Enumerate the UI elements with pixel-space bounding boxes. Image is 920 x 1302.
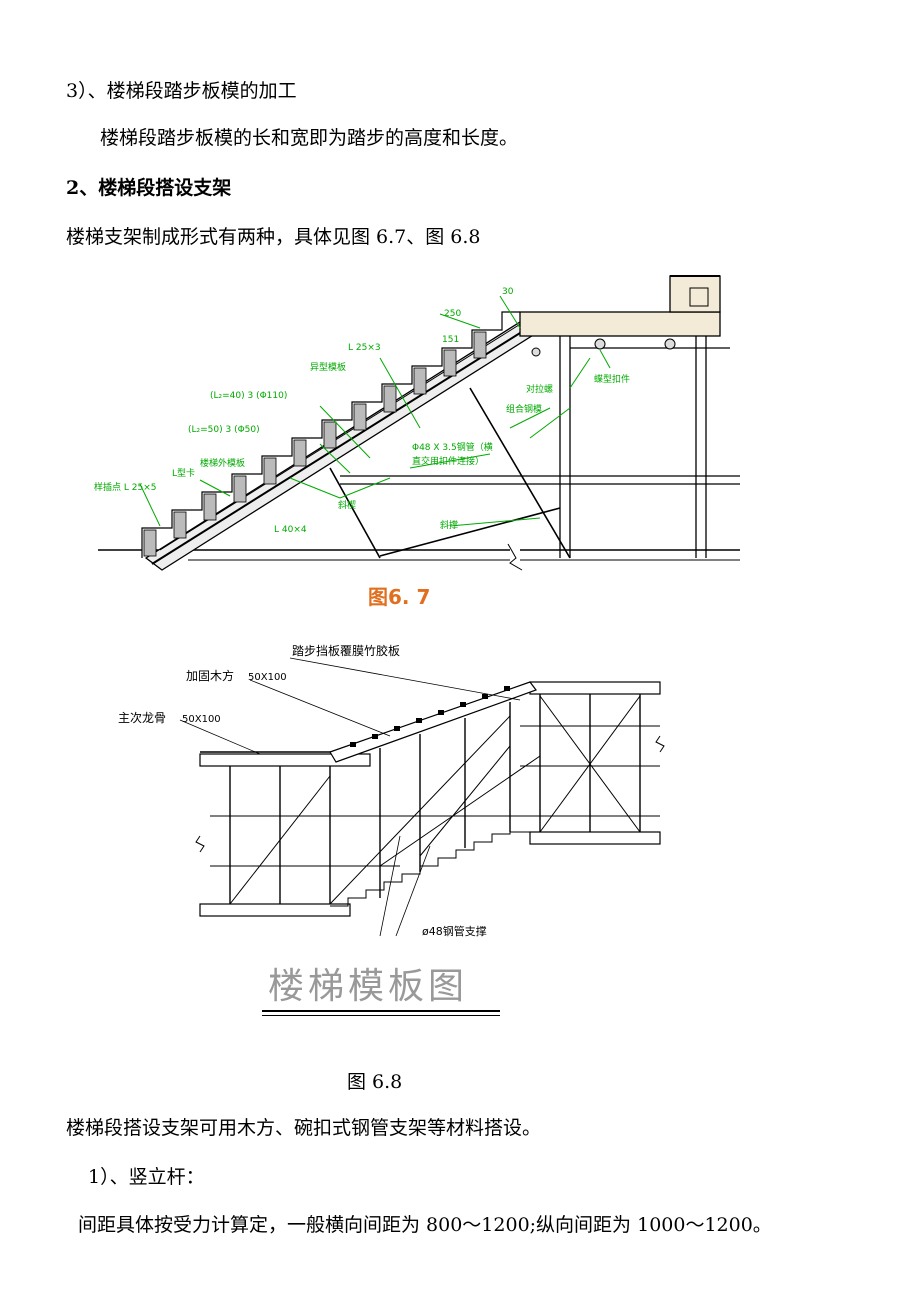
fig68-pipe-support: ø48钢管支撑 xyxy=(422,924,487,938)
fig67-dim-250: 250 xyxy=(444,309,461,319)
fig68-step-board: 踏步挡板覆膜竹胶板 xyxy=(292,643,400,658)
figure-6-8-drawing: 踏步挡板覆膜竹胶板 加固木方 50X100 主次龙骨 50X100 ø48钢管支… xyxy=(118,643,665,938)
paragraph-step-form: 楼梯段踏步板模的长和宽即为踏步的高度和长度。 xyxy=(100,127,519,149)
fig67-pull-screw: 对拉螺 xyxy=(526,383,553,395)
fig67-bracket: L 40×4 xyxy=(274,525,307,535)
paragraph-materials: 楼梯段搭设支架可用木方、碗扣式钢管支架等材料搭设。 xyxy=(66,1117,542,1139)
fig67-pipe-note-1: Φ48 X 3.5钢管（横 xyxy=(412,441,493,453)
heading-stair-support: 2、楼梯段搭设支架 xyxy=(66,177,232,199)
list-item-vertical-pole: 1）、竖立杆： xyxy=(88,1166,205,1188)
figure-6-8-title-underline-thin xyxy=(262,1015,500,1016)
fig67-l-block: L型卡 xyxy=(172,467,195,479)
figure-6-8-title: 楼梯模板图 xyxy=(268,966,469,1007)
fig67-pipe-note-2: 直交用扣件连接） xyxy=(412,455,484,467)
fig67-clamp: 蝶型扣件 xyxy=(594,373,630,385)
fig67-tube-a: (L₂=40) 3 (Φ110) xyxy=(210,391,287,401)
paragraph-intro: 楼梯支架制成形式有两种，具体见图 6.7、图 6.8 xyxy=(66,226,481,248)
fig67-brace: 斜撑 xyxy=(440,519,458,531)
fig67-angle-top: L 25×3 xyxy=(348,343,381,353)
figure-6-7-drawing: 30 250 151 L 25×3 异型模板 (L₂=40) 3 (Φ110) … xyxy=(94,275,740,571)
heading-step-form: 3）、楼梯段踏步板模的加工 xyxy=(66,80,297,102)
fig68-timber-size: 50X100 xyxy=(248,672,287,683)
fig68-joist-label: 主次龙骨 xyxy=(118,711,166,725)
paragraph-spacing: 间距具体按受力计算定，一般横向间距为 800～1200;纵向间距为 1000～1… xyxy=(78,1214,772,1236)
fig67-dim-151: 151 xyxy=(442,335,459,345)
fig67-combined-form: 组合钢模 xyxy=(506,403,542,415)
fig67-tube-b: (L₂=50) 3 (Φ50) xyxy=(188,425,260,435)
fig67-diag-tie: 斜楔 xyxy=(338,499,356,511)
fig67-outer-form: 楼梯外模板 xyxy=(200,457,245,469)
fig67-dim-30: 30 xyxy=(502,287,514,297)
fig68-timber-label: 加固木方 xyxy=(186,668,234,683)
figure-6-7-caption: 图6. 7 xyxy=(368,585,431,609)
fig68-joist-size: 50X100 xyxy=(182,714,221,725)
fig67-fixer: 样插点 L 25×5 xyxy=(94,481,156,493)
figure-6-8-title-underline xyxy=(262,1010,500,1012)
figure-6-8-caption: 图 6.8 xyxy=(347,1071,403,1093)
fig67-profiled-board: 异型模板 xyxy=(310,361,346,373)
